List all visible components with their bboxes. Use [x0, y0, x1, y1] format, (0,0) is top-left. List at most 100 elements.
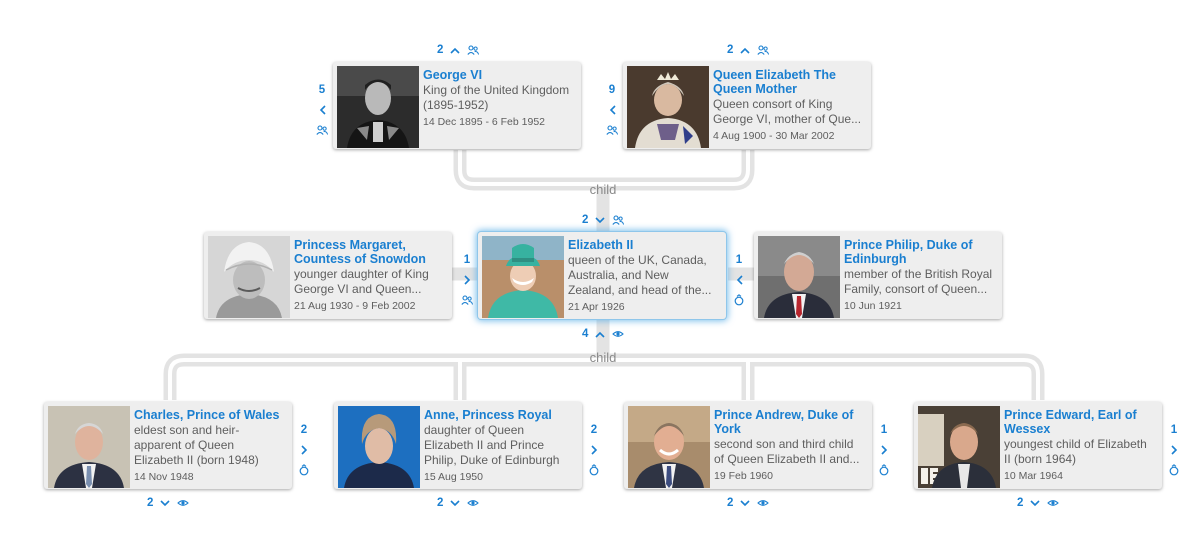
chevron-up-icon	[740, 47, 750, 54]
chevron-right-icon	[590, 440, 598, 460]
person-description: eldest son and heir-apparent of Queen El…	[134, 423, 259, 467]
chevron-left-icon	[736, 270, 743, 290]
eye-icon	[757, 498, 770, 508]
person-name: Anne, Princess Royal	[424, 408, 552, 422]
chevron-down-icon	[740, 499, 750, 507]
person-name: Prince Andrew, Duke of York	[714, 408, 854, 436]
people-icon	[461, 290, 473, 310]
chevron-up-icon	[450, 47, 460, 54]
mother-siblings-toggle[interactable]: 9	[604, 80, 620, 140]
person-card-queen-mother[interactable]: Queen Elizabeth The Queen Mother Queen c…	[623, 62, 871, 149]
portrait-photo	[758, 236, 840, 318]
george-siblings-toggle[interactable]: 5	[314, 80, 330, 140]
spouses-count: 2	[590, 424, 598, 436]
chevron-up-icon	[595, 331, 605, 338]
person-dates: 21 Aug 1930 - 9 Feb 2002	[294, 300, 416, 312]
siblings-count: 5	[318, 84, 326, 96]
elizabeth-siblings-toggle[interactable]: 1	[459, 250, 475, 310]
chevron-right-icon	[463, 270, 471, 290]
person-description: second son and third child of Queen Eliz…	[714, 437, 860, 466]
person-description: member of the British Royal Family, cons…	[844, 267, 993, 296]
spouses-count: 1	[735, 254, 743, 266]
person-dates: 4 Aug 1900 - 30 Mar 2002	[713, 130, 835, 142]
portrait-photo	[482, 236, 564, 318]
edward-spouse-toggle[interactable]: 1	[1166, 420, 1182, 480]
spouses-count: 1	[880, 424, 888, 436]
portrait-photo	[338, 406, 420, 488]
andrew-spouse-toggle[interactable]: 1	[876, 420, 892, 480]
ring-icon	[734, 290, 744, 310]
person-dates: 19 Feb 1960	[714, 470, 773, 482]
children-count: 2	[147, 497, 154, 509]
person-name: Prince Edward, Earl of Wessex	[1004, 408, 1137, 436]
spouses-count: 1	[1170, 424, 1178, 436]
relation-label-children: child	[589, 350, 617, 365]
person-card-anne[interactable]: Anne, Princess Royal daughter of Queen E…	[334, 402, 582, 489]
person-card-edward[interactable]: Prince Edward, Earl of Wessex youngest c…	[914, 402, 1162, 489]
eye-icon	[177, 498, 190, 508]
person-description: Queen consort of King George VI, mother …	[713, 97, 862, 126]
portrait-photo	[48, 406, 130, 488]
anne-children-toggle[interactable]: 2	[437, 496, 480, 510]
anne-spouse-toggle[interactable]: 2	[586, 420, 602, 480]
chevron-left-icon	[609, 100, 616, 120]
person-name: George VI	[423, 68, 483, 82]
portrait-photo	[918, 406, 1000, 488]
parents-count: 2	[727, 44, 734, 56]
person-description: King of the United Kingdom (1895-1952)	[423, 83, 570, 112]
person-description: daughter of Queen Elizabeth II and Princ…	[424, 423, 560, 467]
charles-spouse-toggle[interactable]: 2	[296, 420, 312, 480]
mother-parents-toggle[interactable]: 2	[727, 43, 770, 57]
philip-spouse-toggle[interactable]: 1	[731, 250, 747, 310]
person-dates: 21 Apr 1926	[568, 301, 625, 313]
person-dates: 15 Aug 1950	[424, 471, 483, 483]
people-icon	[606, 120, 618, 140]
elizabeth-children-toggle[interactable]: 4	[582, 327, 625, 341]
person-card-princess-margaret[interactable]: Princess Margaret, Countess of Snowdon y…	[204, 232, 452, 319]
andrew-children-toggle[interactable]: 2	[727, 496, 770, 510]
person-card-prince-philip[interactable]: Prince Philip, Duke of Edinburgh member …	[754, 232, 1002, 319]
person-name: Elizabeth II	[568, 238, 634, 252]
people-icon	[612, 215, 625, 225]
portrait-photo	[208, 236, 290, 318]
spouses-count: 2	[300, 424, 308, 436]
elizabeth-parents-toggle[interactable]: 2	[582, 213, 625, 227]
portrait-photo	[337, 66, 419, 148]
edward-children-toggle[interactable]: 2	[1017, 496, 1060, 510]
chevron-down-icon	[1030, 499, 1040, 507]
person-description: youngest child of Elizabeth II (born 196…	[1004, 437, 1147, 466]
eye-icon	[467, 498, 480, 508]
parents-count: 2	[582, 214, 589, 226]
ring-icon	[299, 460, 309, 480]
chevron-right-icon	[880, 440, 888, 460]
person-dates: 14 Nov 1948	[134, 471, 194, 483]
eye-icon	[612, 329, 625, 339]
portrait-photo	[628, 406, 710, 488]
relation-label-parents: child	[589, 182, 617, 197]
person-name: Princess Margaret, Countess of Snowdon	[294, 238, 426, 266]
chevron-left-icon	[319, 100, 326, 120]
ring-icon	[1169, 460, 1179, 480]
parents-count: 2	[437, 44, 444, 56]
charles-children-toggle[interactable]: 2	[147, 496, 190, 510]
people-icon	[467, 45, 480, 55]
person-dates: 14 Dec 1895 - 6 Feb 1952	[423, 116, 546, 128]
george-parents-toggle[interactable]: 2	[437, 43, 480, 57]
people-icon	[316, 120, 328, 140]
person-card-george-vi[interactable]: George VI King of the United Kingdom (18…	[333, 62, 581, 149]
siblings-count: 9	[608, 84, 616, 96]
person-name: Queen Elizabeth The Queen Mother	[713, 68, 836, 96]
chevron-down-icon	[450, 499, 460, 507]
siblings-count: 1	[463, 254, 471, 266]
person-card-andrew[interactable]: Prince Andrew, Duke of York second son a…	[624, 402, 872, 489]
person-dates: 10 Mar 1964	[1004, 470, 1063, 482]
ring-icon	[589, 460, 599, 480]
person-card-charles[interactable]: Charles, Prince of Wales eldest son and …	[44, 402, 292, 489]
ring-icon	[879, 460, 889, 480]
eye-icon	[1047, 498, 1060, 508]
children-count: 2	[727, 497, 734, 509]
person-card-elizabeth-ii[interactable]: Elizabeth II queen of the UK, Canada, Au…	[478, 232, 726, 319]
children-count: 2	[437, 497, 444, 509]
